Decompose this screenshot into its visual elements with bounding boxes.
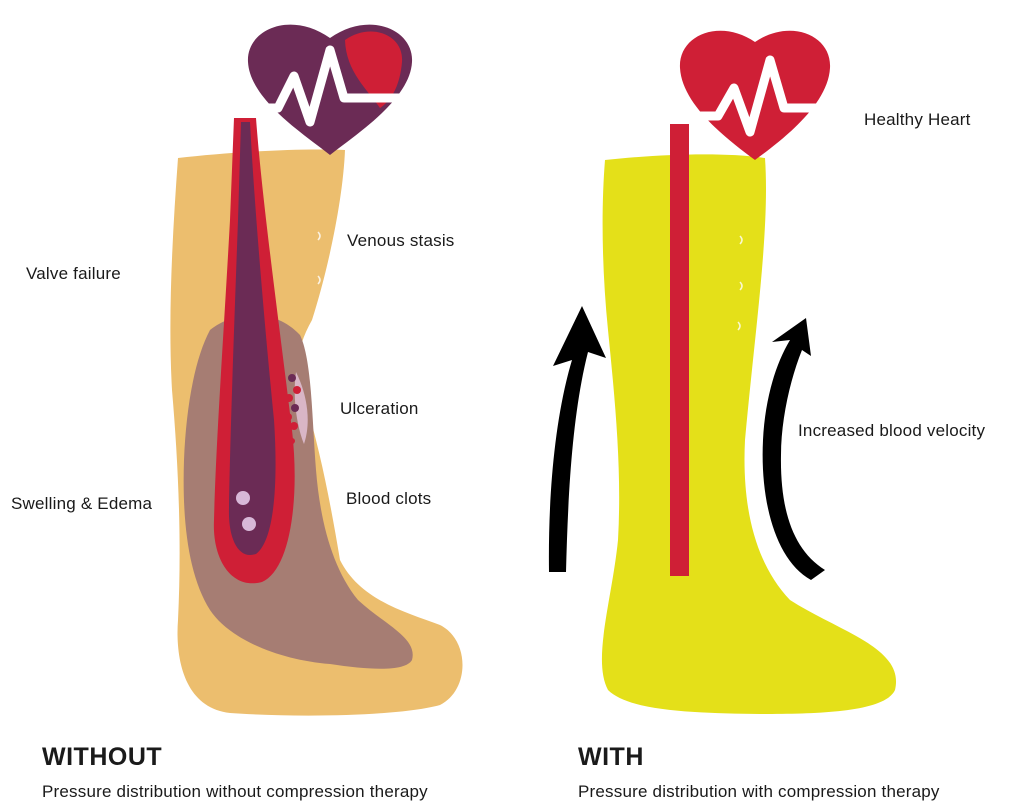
label-increased-blood-velocity: Increased blood velocity	[798, 421, 985, 441]
right-leg-group	[549, 31, 896, 714]
caption-without: Pressure distribution without compressio…	[42, 782, 428, 802]
right-heart-icon	[680, 31, 830, 160]
label-venous-stasis: Venous stasis	[347, 231, 455, 251]
blood-clot	[242, 517, 256, 531]
label-healthy-heart: Healthy Heart	[864, 110, 971, 130]
arrow-up-left-icon	[549, 306, 606, 572]
blood-clot	[236, 491, 250, 505]
heading-with: WITH	[578, 743, 644, 772]
label-blood-clots: Blood clots	[346, 489, 431, 509]
arrow-up-right-icon	[763, 318, 825, 580]
label-valve-failure: Valve failure	[26, 264, 121, 284]
left-leg-group	[170, 25, 462, 716]
label-ulceration: Ulceration	[340, 399, 419, 419]
caption-with: Pressure distribution with compression t…	[578, 782, 940, 802]
heading-without: WITHOUT	[42, 743, 162, 772]
label-swelling-edema: Swelling & Edema	[11, 494, 152, 514]
right-vein	[670, 124, 689, 576]
